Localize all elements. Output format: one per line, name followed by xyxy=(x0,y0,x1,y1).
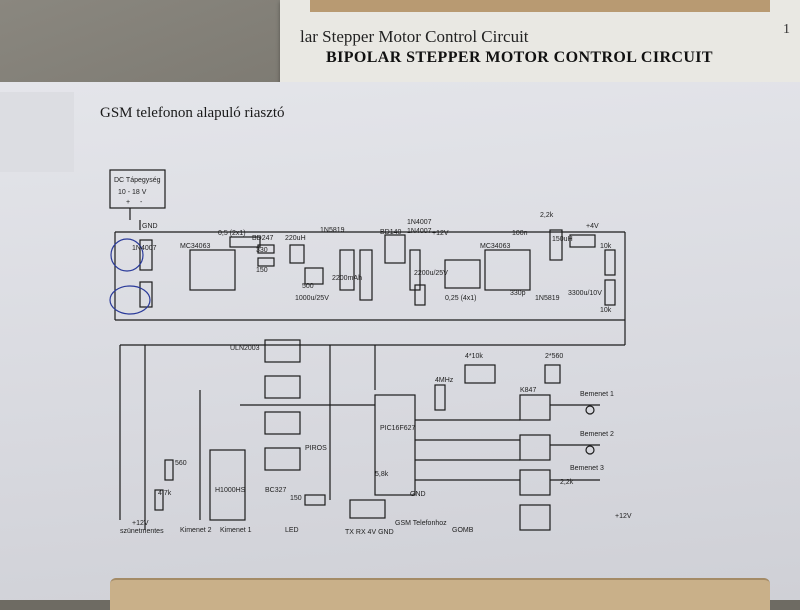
wooden-board-edge xyxy=(110,578,770,610)
label-bem2: Bemenet 2 xyxy=(580,431,614,438)
label-c150u: 150uH xyxy=(552,236,573,243)
label-pins: TX RX 4V GND xyxy=(345,529,394,536)
label-d5819a: 1N5819 xyxy=(320,227,345,234)
label-minus: - xyxy=(140,199,143,206)
label-r025: 0,25 (4x1) xyxy=(445,295,477,302)
label-r10k2: 10k xyxy=(600,307,612,314)
label-gomb: GOMB xyxy=(452,527,474,534)
label-r47k: 4,7k xyxy=(158,490,172,497)
label-r4x10k: 4*10k xyxy=(465,353,483,360)
label-kim1: Kimenet 1 xyxy=(220,527,252,534)
pic16f627-chip xyxy=(374,394,416,496)
ic-mc34063-right xyxy=(484,249,531,291)
label-r2x560: 2*560 xyxy=(545,353,563,360)
label-c100n: 100n xyxy=(512,230,528,237)
label-uln: ULN2003 xyxy=(230,345,260,352)
label-power-range: 10 - 18 V xyxy=(118,189,147,196)
label-r500: 500 xyxy=(302,283,314,290)
label-bem1: Bemenet 1 xyxy=(580,391,614,398)
label-r10k: 10k xyxy=(600,243,612,250)
label-c3300: 3300u/10V xyxy=(568,290,602,297)
circuit-schematic: DC Tápegység 10 - 18 V + - GND 1N4007 MC… xyxy=(109,169,632,536)
label-ic1: MC34063 xyxy=(180,243,210,250)
label-pic: PIC16F627 xyxy=(380,425,416,432)
back-document-title: BIPOLAR STEPPER MOTOR CONTROL CIRCUIT xyxy=(326,49,714,66)
label-xtal: 4MHz xyxy=(435,377,454,384)
label-led: LED xyxy=(285,527,299,534)
label-kim2: Kimenet 2 xyxy=(180,527,212,534)
label-ic2: MC34063 xyxy=(480,243,510,250)
relay-block xyxy=(209,449,246,521)
schematic-title: GSM telefonon alapuló riasztó xyxy=(100,105,285,121)
back-document-page-number: 1 xyxy=(783,22,790,37)
back-document-sheet xyxy=(280,0,800,95)
label-r22k2: 2,2k xyxy=(560,479,574,486)
label-d4007c: 1N4007 xyxy=(407,228,432,235)
label-bc327: BC327 xyxy=(265,487,287,494)
label-r05: 0,5 (2x1) xyxy=(218,230,246,237)
label-v4: +4V xyxy=(586,223,599,230)
label-r150b: 150 xyxy=(290,495,302,502)
faint-background-paper xyxy=(0,92,74,172)
label-plus: + xyxy=(126,199,130,206)
label-c2200: 2200u/25V xyxy=(414,270,448,277)
label-c330: 330p xyxy=(510,290,526,297)
label-k847: K847 xyxy=(520,387,536,394)
label-piros: PIROS xyxy=(305,445,327,452)
label-r150: 150 xyxy=(256,267,268,274)
label-d1: 1N4007 xyxy=(132,245,157,252)
label-v12: +12V xyxy=(432,230,449,237)
label-gnd: GND xyxy=(142,223,158,230)
label-r58k: 5,8k xyxy=(375,471,389,478)
label-r22k: 2,2k xyxy=(540,212,554,219)
label-bd140: BD140 xyxy=(380,229,402,236)
label-gnd2: GND xyxy=(410,491,426,498)
wooden-strip xyxy=(310,0,770,12)
label-c220u: 220uH xyxy=(285,235,306,242)
label-rel: H1000HS xyxy=(215,487,246,494)
label-c2200ah: 2200mAh xyxy=(332,275,362,282)
back-document-title-partial: lar Stepper Motor Control Circuit xyxy=(300,27,529,46)
label-d4007b: 1N4007 xyxy=(407,219,432,226)
label-bem3: Bemenet 3 xyxy=(570,465,604,472)
label-r560: 560 xyxy=(175,460,187,467)
label-out: +12V xyxy=(132,520,149,527)
label-bd247: BD247 xyxy=(252,235,274,242)
power-supply-box xyxy=(109,169,166,209)
label-v12b: +12V xyxy=(615,513,632,520)
label-d5819b: 1N5819 xyxy=(535,295,560,302)
label-gsm: GSM Telefonhoz xyxy=(395,520,447,527)
front-paper-sheet xyxy=(0,82,800,600)
label-out2: szünetmentes xyxy=(120,528,164,535)
label-c1000: 1000u/25V xyxy=(295,295,329,302)
label-r330: 330 xyxy=(256,247,268,254)
ic-mc34063-left xyxy=(189,249,236,291)
label-power-box: DC Tápegység xyxy=(114,177,161,184)
